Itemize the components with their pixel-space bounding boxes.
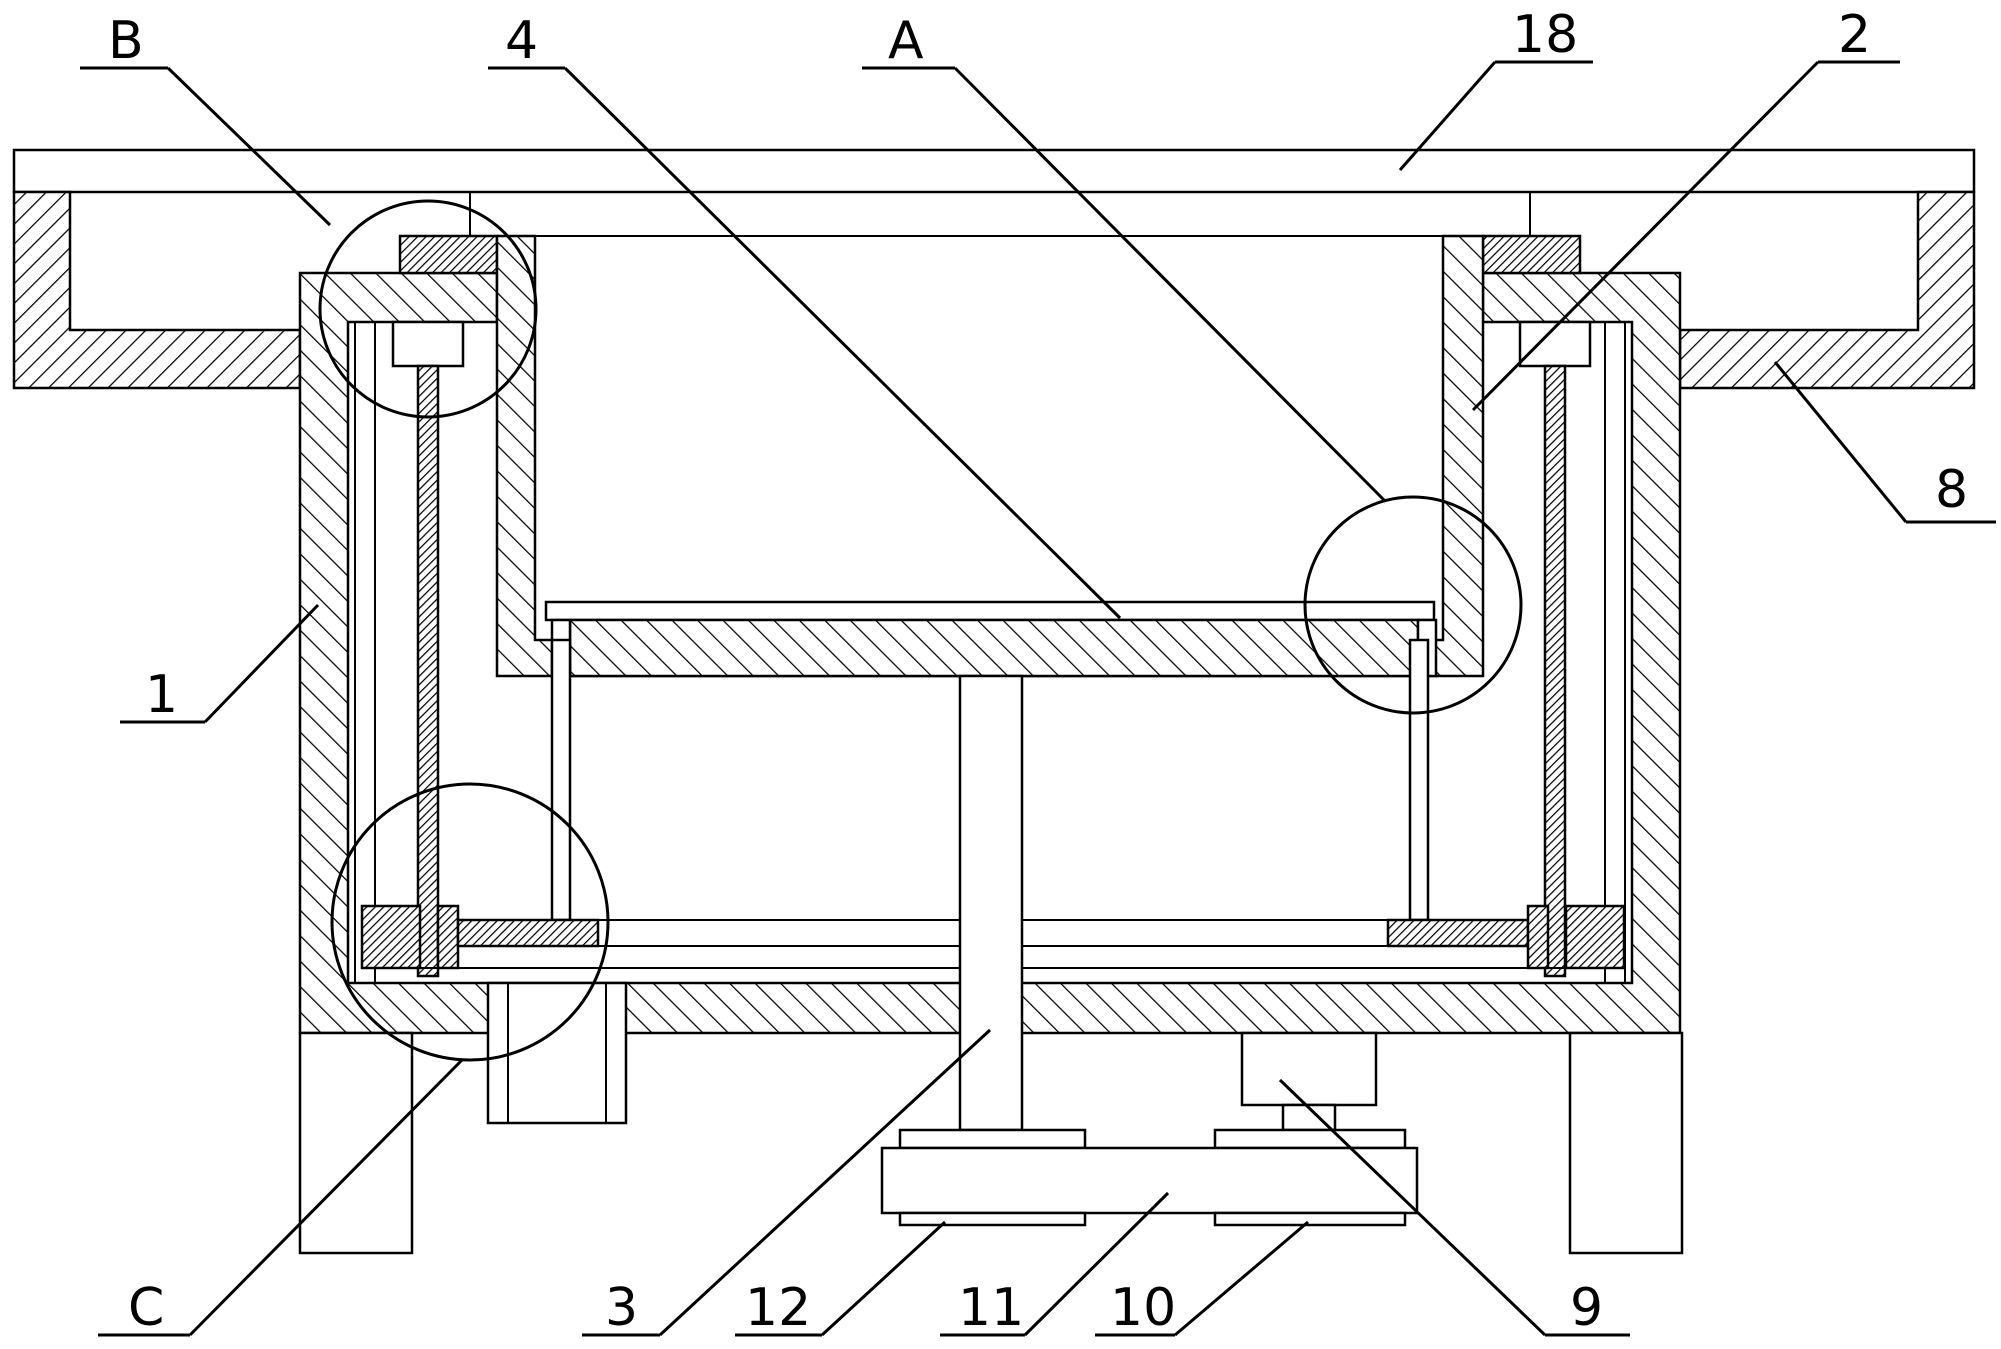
lead-screw-left bbox=[354, 320, 465, 983]
detail-circle-c bbox=[330, 782, 610, 1062]
label-3: 3 bbox=[605, 1278, 638, 1338]
detail-circle-b bbox=[318, 199, 538, 419]
label-8: 8 bbox=[1935, 460, 1968, 520]
label-10: 10 bbox=[1110, 1278, 1176, 1338]
label-9: 9 bbox=[1570, 1278, 1603, 1338]
label-C: C bbox=[128, 1278, 164, 1338]
label-12: 12 bbox=[745, 1278, 811, 1338]
label-11: 11 bbox=[958, 1278, 1024, 1338]
detail-circle-a bbox=[1303, 495, 1523, 715]
legs bbox=[298, 1031, 1684, 1255]
central-shaft bbox=[958, 674, 1024, 1132]
label-4: 4 bbox=[505, 11, 538, 71]
label-18: 18 bbox=[1512, 5, 1578, 65]
motor bbox=[1240, 1031, 1378, 1132]
label-2: 2 bbox=[1838, 5, 1871, 65]
callout-labels: B 4 A 18 2 8 1 C 3 12 11 10 9 bbox=[108, 5, 1968, 1338]
leader-lines bbox=[80, 60, 1996, 1337]
label-B: B bbox=[108, 11, 144, 71]
label-A: A bbox=[888, 11, 924, 71]
seal-block bbox=[398, 234, 1582, 275]
top-plate bbox=[12, 148, 1976, 237]
guide-rods bbox=[550, 638, 1430, 922]
lead-screw-right bbox=[1518, 320, 1626, 983]
belt-drive bbox=[880, 1128, 1419, 1227]
label-1: 1 bbox=[145, 665, 178, 725]
lifting-tray bbox=[544, 600, 1438, 678]
